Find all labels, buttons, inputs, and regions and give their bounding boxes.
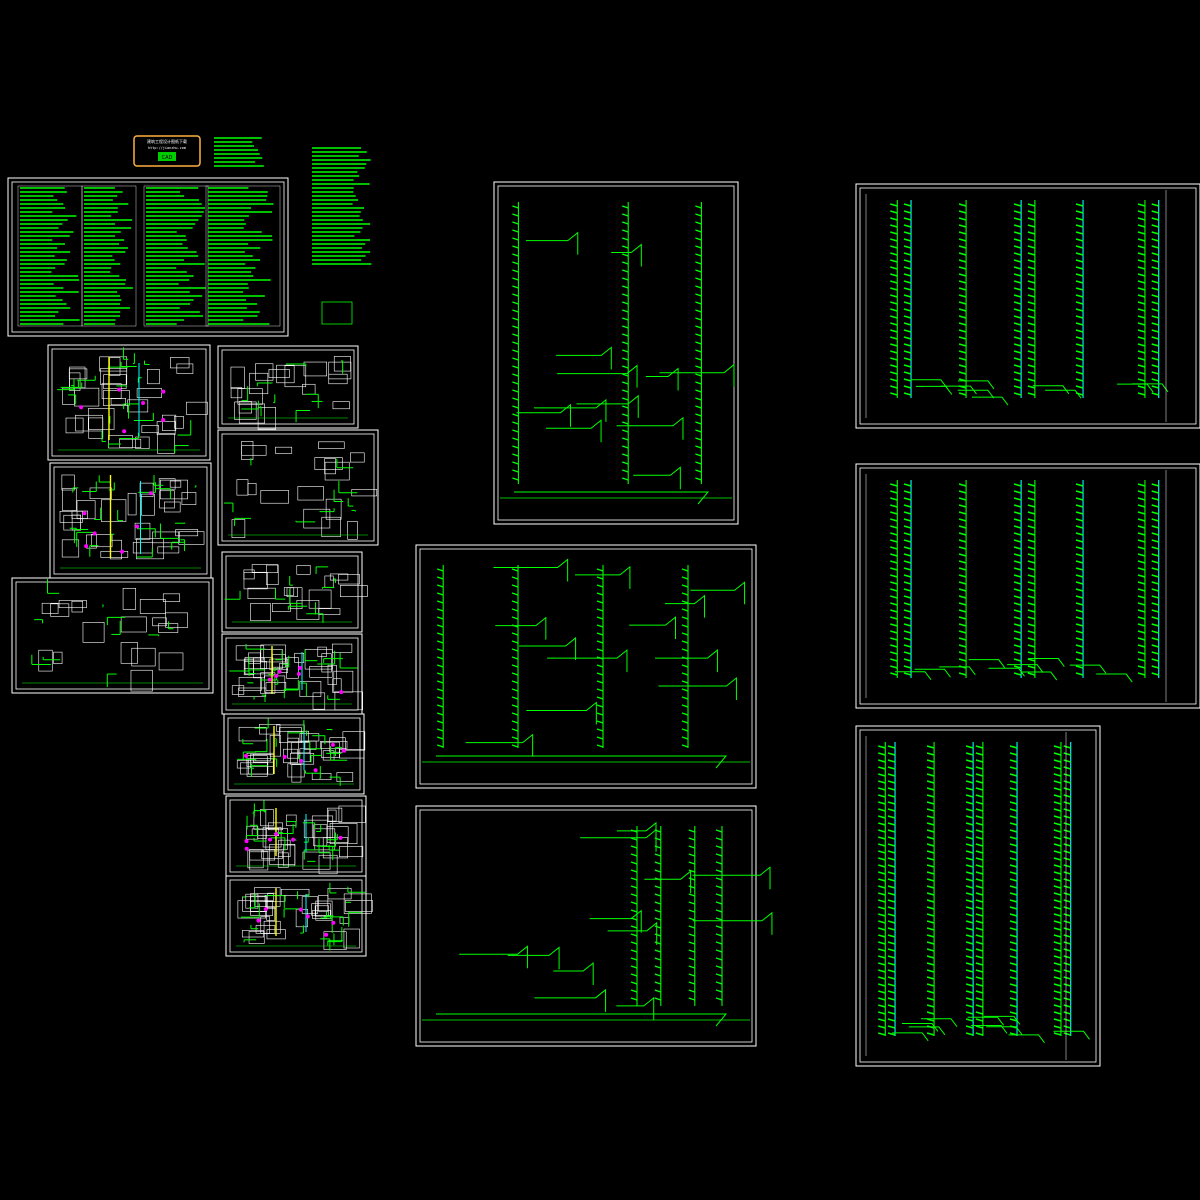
sheet-unit-plan-2[interactable] [217,429,379,546]
stamp-line2: http://jianzhu.com [148,146,186,150]
download-stamp: 建筑工程设计图纸下载 http://jianzhu.com CAD [133,135,201,167]
sheet-unit-plan-6[interactable] [225,795,367,877]
sheet-unit-plan-1[interactable] [217,345,359,430]
sheet-riser-diagram-1[interactable] [493,181,739,525]
sheet-riser-diagram-5[interactable] [855,463,1200,709]
stamp-line1: 建筑工程设计图纸下载 [147,138,187,144]
stamp-badge: CAD [162,155,173,161]
sheet-riser-diagram-2[interactable] [415,544,757,789]
sheet-detail-sheet[interactable] [11,577,214,694]
sheet-cover-notes[interactable] [7,137,372,337]
sheet-riser-diagram-6[interactable] [855,725,1101,1067]
sheet-plan-1[interactable] [47,344,211,461]
sheet-unit-plan-7[interactable] [225,875,373,957]
sheet-unit-plan-5[interactable] [223,713,366,795]
sheet-plan-2[interactable] [49,462,212,579]
sheet-unit-plan-3[interactable] [221,551,368,633]
sheet-riser-diagram-3[interactable] [415,805,773,1047]
sheet-riser-diagram-4[interactable] [855,183,1200,429]
